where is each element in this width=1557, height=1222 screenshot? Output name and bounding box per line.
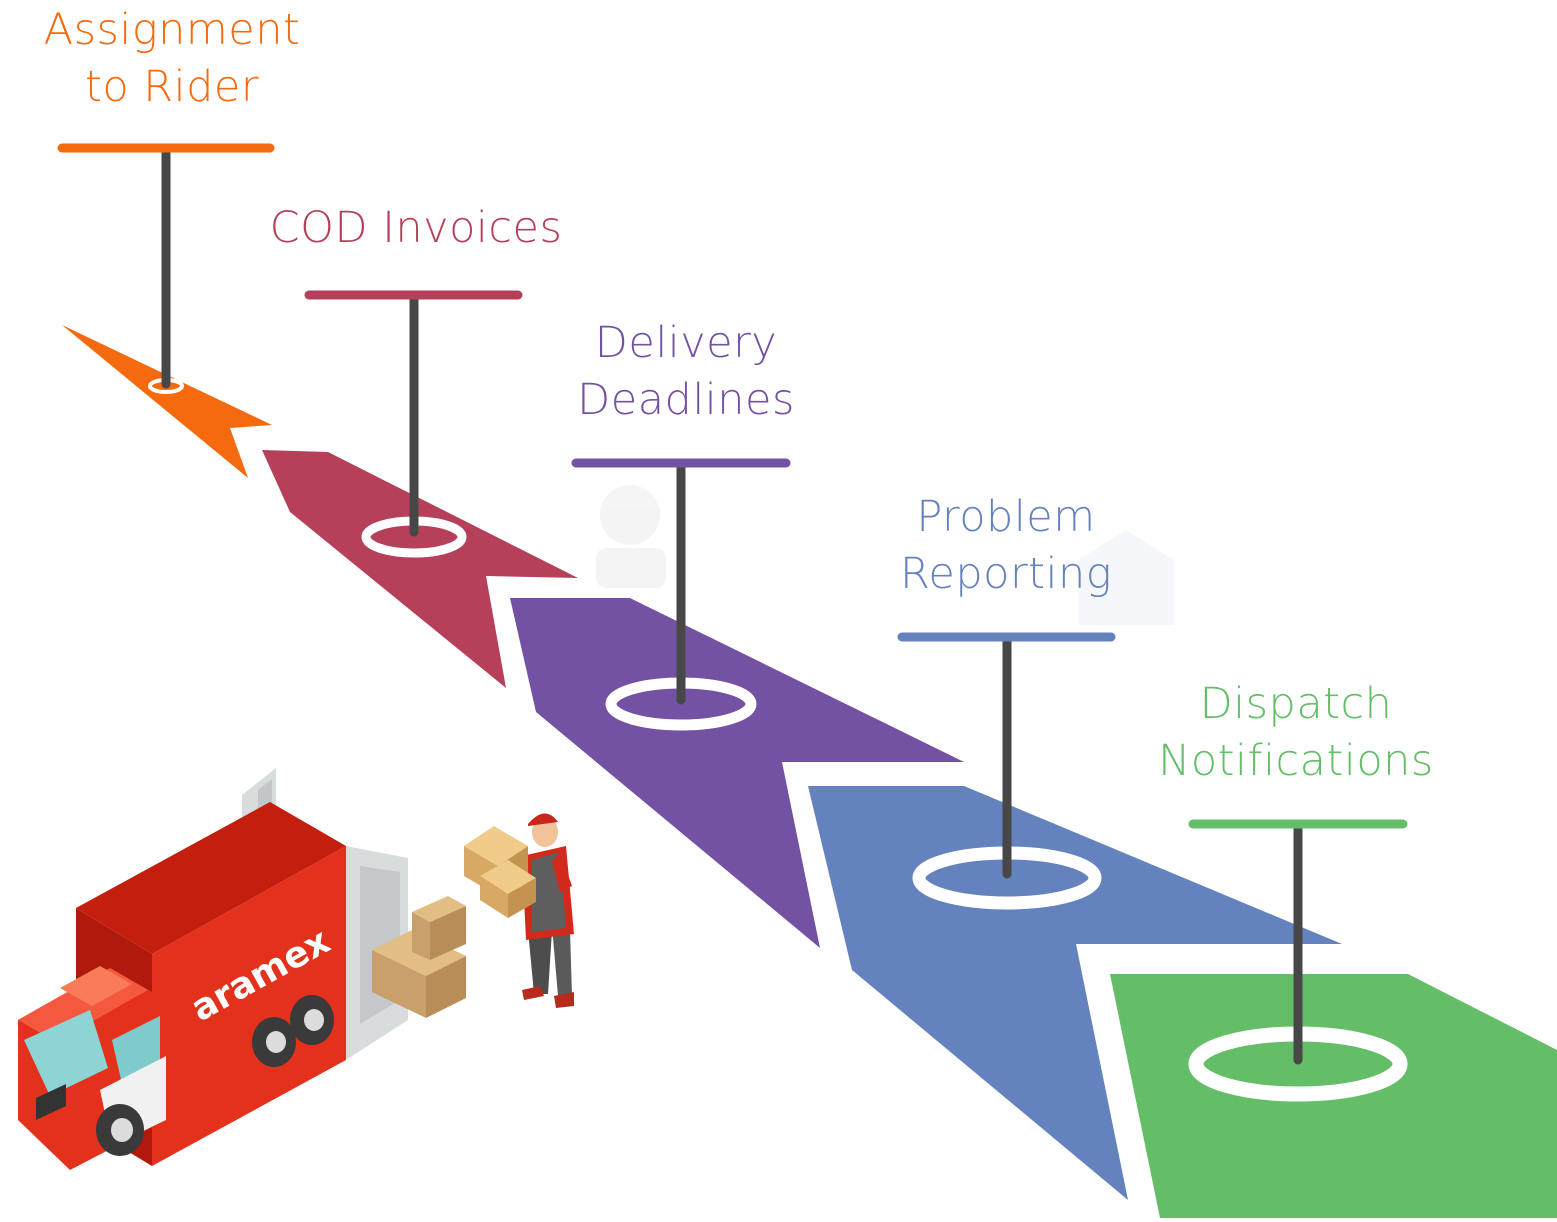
poles [161,145,1303,1065]
segment-delivery [510,598,964,948]
delivery-worker [464,813,574,1008]
segment-cod [262,450,578,688]
step-label-delivery-line1: Delivery [594,318,778,368]
delivery-truck: aramex [18,768,408,1170]
step-label-assignment-line2: to Rider [84,62,260,112]
warehouse-icon [1078,530,1174,625]
truck-cargo-side [152,846,346,1166]
step-label-dispatch-line2: Notifications [1158,736,1434,786]
step-label-problem-line1: Problem [916,492,1096,542]
truck-cargo-top [76,802,346,954]
segment-assignment [62,325,272,478]
truck-wheels [96,995,334,1156]
cargo-boxes [372,896,466,1018]
step-label-dispatch: Dispatch Notifications [1136,676,1456,790]
bars [57,143,1408,829]
truck-grille [36,1084,66,1120]
step-label-assignment: Assignment to Rider [22,2,322,116]
step-label-cod: COD Invoices [246,200,586,257]
support-icon [596,485,666,588]
step-label-delivery-line2: Deadlines [577,375,795,425]
step-label-problem: Problem Reporting [856,489,1156,603]
step-label-cod-line1: COD Invoices [269,203,563,253]
step-label-delivery: Delivery Deadlines [536,315,836,429]
step-label-problem-line2: Reporting [899,549,1113,599]
step-label-dispatch-line1: Dispatch [1199,679,1393,729]
step-label-assignment-line1: Assignment [43,5,301,55]
truck-windshield [24,1010,108,1096]
